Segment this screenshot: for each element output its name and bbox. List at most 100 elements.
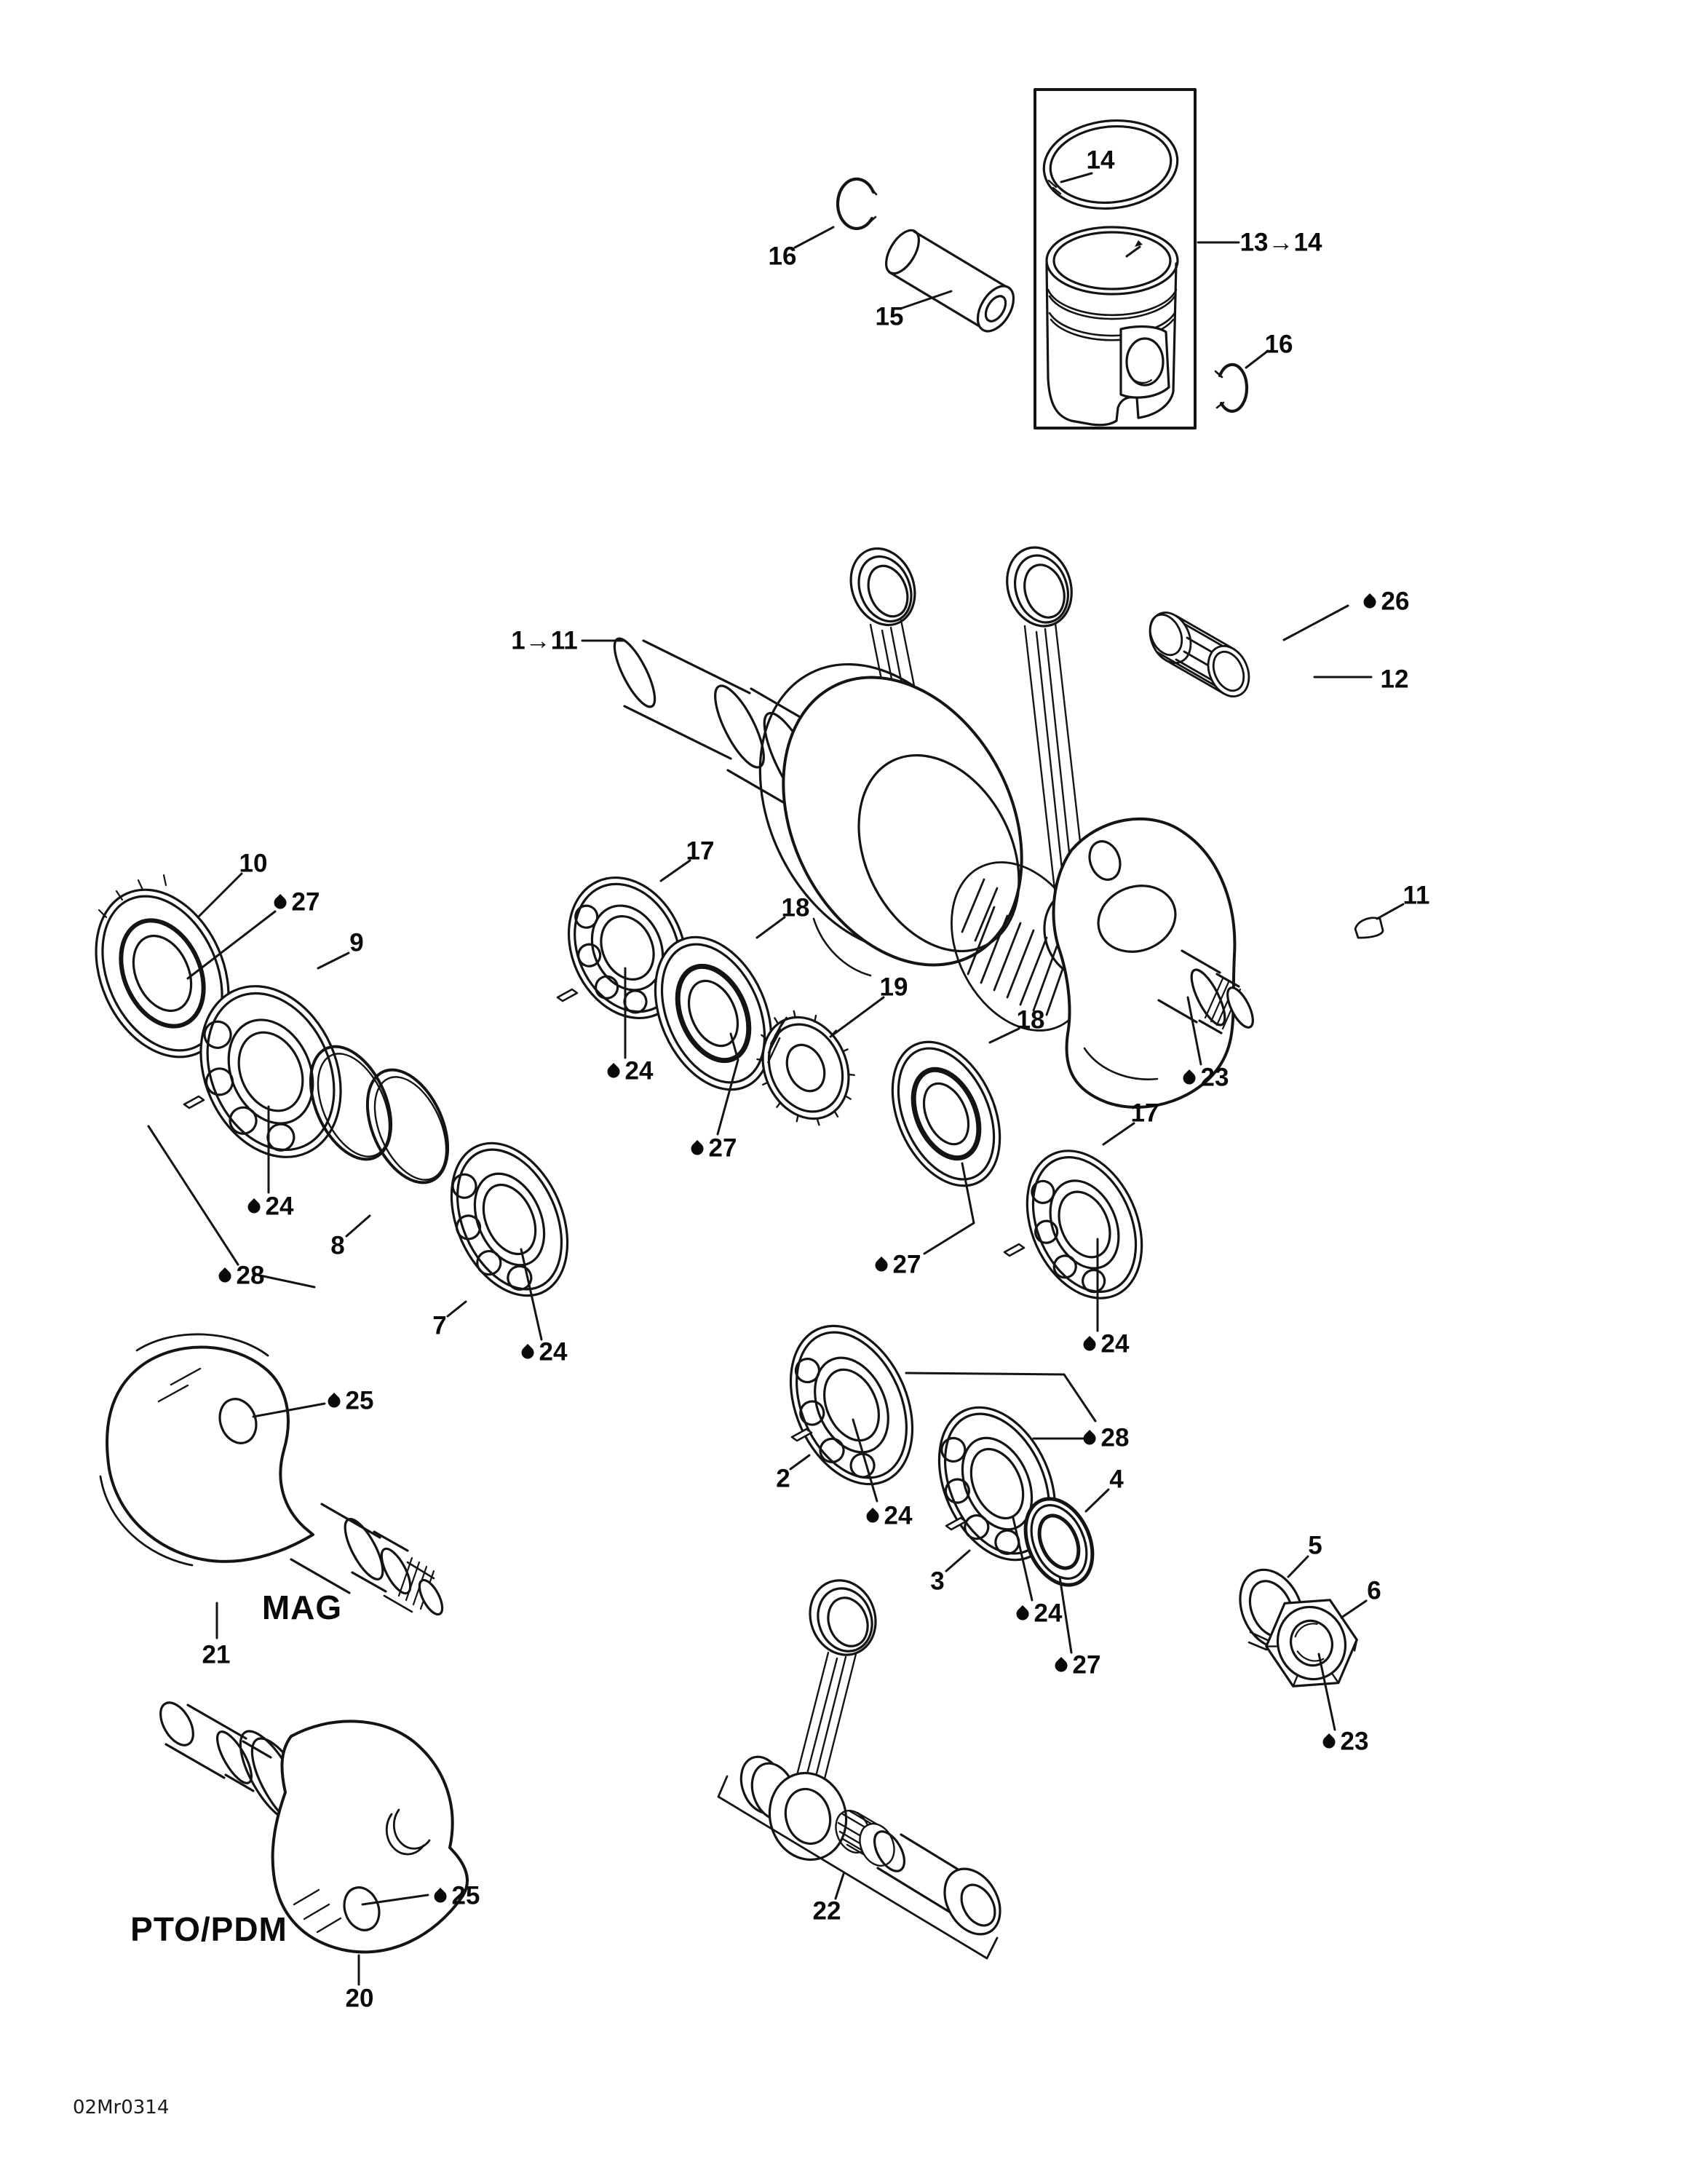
gear-19: [756, 1010, 855, 1126]
leader-lines: [147, 172, 1405, 1986]
leader-18-right: [988, 1027, 1020, 1044]
connecting-rod-right: [1006, 546, 1123, 979]
callout-number: 27: [892, 1250, 921, 1279]
leader-17-right: [1102, 1122, 1135, 1146]
callout-17-left: 17: [686, 839, 715, 864]
leader-27-left: [186, 910, 277, 980]
callout-number: 10: [239, 849, 268, 878]
callout-number: 28: [236, 1261, 265, 1290]
callout-1-to-11: 1→11: [511, 628, 577, 654]
callout-18-right: 18: [1017, 1008, 1045, 1033]
crank-web-right: [1052, 817, 1237, 1109]
callout-number: 6: [1367, 1576, 1381, 1605]
circlip-right: [1214, 363, 1249, 413]
callout-24-pto-brg2: 24: [1014, 1599, 1063, 1628]
callout-8: 8: [330, 1233, 344, 1259]
callout-number: 25: [345, 1386, 374, 1415]
callout-number: 27: [1072, 1650, 1101, 1679]
leader-22: [834, 1872, 845, 1900]
callout-number: 7: [432, 1311, 447, 1340]
callout-number: 28: [1100, 1423, 1130, 1452]
leader-28-right: [905, 1372, 1097, 1440]
oil-seal-10: [95, 874, 230, 1059]
oil-seal-4: [1023, 1497, 1095, 1587]
callout-25-pto: 25: [432, 1881, 480, 1910]
leader-26: [1282, 604, 1349, 641]
callout-4: 4: [1109, 1467, 1123, 1492]
leader-27-bottom: [1058, 1575, 1073, 1654]
leader-14: [1060, 172, 1093, 183]
callout-number: 27: [708, 1133, 737, 1163]
oil-drop-icon: [432, 1887, 450, 1906]
pto-crank-half: [159, 1701, 469, 1954]
callout-23-bottom: 23: [1320, 1729, 1368, 1754]
callout-19: 19: [880, 975, 908, 1000]
oil-seal-18-left: [654, 935, 773, 1091]
callout-number: 26: [1381, 587, 1410, 616]
oil-drop-icon: [1361, 593, 1379, 612]
callout-number: 24: [539, 1337, 568, 1366]
retaining-rings-8: [309, 1045, 450, 1184]
callout-18-left: 18: [782, 895, 810, 921]
leader-18-left: [755, 916, 786, 939]
callout-14: 14: [1087, 148, 1115, 173]
callout-24-seal-side: 24: [245, 1194, 293, 1219]
callout-number: 19: [879, 973, 908, 1002]
callout-number: 2: [776, 1464, 790, 1493]
callout-22: 22: [813, 1899, 841, 1924]
callout-28-left: 28: [216, 1261, 265, 1290]
callout-27-bottom: 27: [1052, 1650, 1101, 1679]
oil-drop-icon: [1081, 1335, 1099, 1354]
callout-24-mag-brg: 24: [519, 1337, 568, 1366]
ball-bearing-9: [199, 985, 342, 1158]
oil-drop-icon: [519, 1343, 537, 1362]
oil-drop-icon: [864, 1507, 882, 1526]
leader-24-pto-brg2: [1012, 1516, 1034, 1602]
callout-27-left: 27: [271, 887, 320, 917]
callout-15: 15: [876, 304, 904, 330]
leader-10: [197, 872, 243, 919]
conrod-kit: [717, 1579, 1001, 1960]
key-wedges: [183, 988, 1026, 1531]
callout-number: 9: [349, 928, 364, 957]
crank-nose: [613, 637, 824, 815]
leader-17-left: [659, 859, 691, 882]
oil-drop-icon: [1181, 1069, 1199, 1088]
callout-12: 12: [1381, 667, 1409, 692]
piston-ring: [1042, 119, 1179, 210]
leader-11-key: [1376, 903, 1405, 920]
oil-drop-icon: [271, 893, 290, 912]
callout-number: 14: [1086, 146, 1115, 175]
leader-9: [317, 951, 350, 970]
oil-drop-icon: [216, 1267, 234, 1286]
callout-number: 1→11: [511, 626, 578, 655]
callout-number: 16: [768, 242, 797, 271]
callout-number: 17: [1130, 1099, 1159, 1128]
oil-drop-icon: [689, 1139, 707, 1158]
callout-24-ctr-right: 24: [1081, 1332, 1129, 1357]
callout-number: 25: [451, 1881, 480, 1910]
leader-7: [446, 1300, 467, 1318]
oil-drop-icon: [605, 1062, 623, 1081]
callout-6: 6: [1367, 1578, 1381, 1604]
leader-19: [829, 996, 885, 1038]
callout-number: 24: [1034, 1599, 1063, 1628]
callout-number: 5: [1308, 1531, 1322, 1560]
crank-pto-shaft: [1157, 949, 1254, 1034]
callout-26: 26: [1361, 587, 1410, 616]
callout-number: 20: [345, 1984, 374, 2013]
leader-27-right: [923, 1162, 975, 1255]
callout-number: 15: [875, 302, 904, 331]
woodruff-key: [1354, 917, 1384, 939]
callout-2: 2: [776, 1466, 790, 1492]
callout-17-right: 17: [1131, 1101, 1159, 1126]
oil-drop-icon: [1081, 1429, 1099, 1448]
callout-11-key: 11: [1403, 883, 1430, 909]
callout-number: 18: [781, 893, 810, 922]
piston: [1045, 226, 1179, 427]
piston-pin: [885, 229, 1015, 333]
leader-15: [899, 290, 953, 310]
callout-number: 27: [291, 887, 320, 917]
